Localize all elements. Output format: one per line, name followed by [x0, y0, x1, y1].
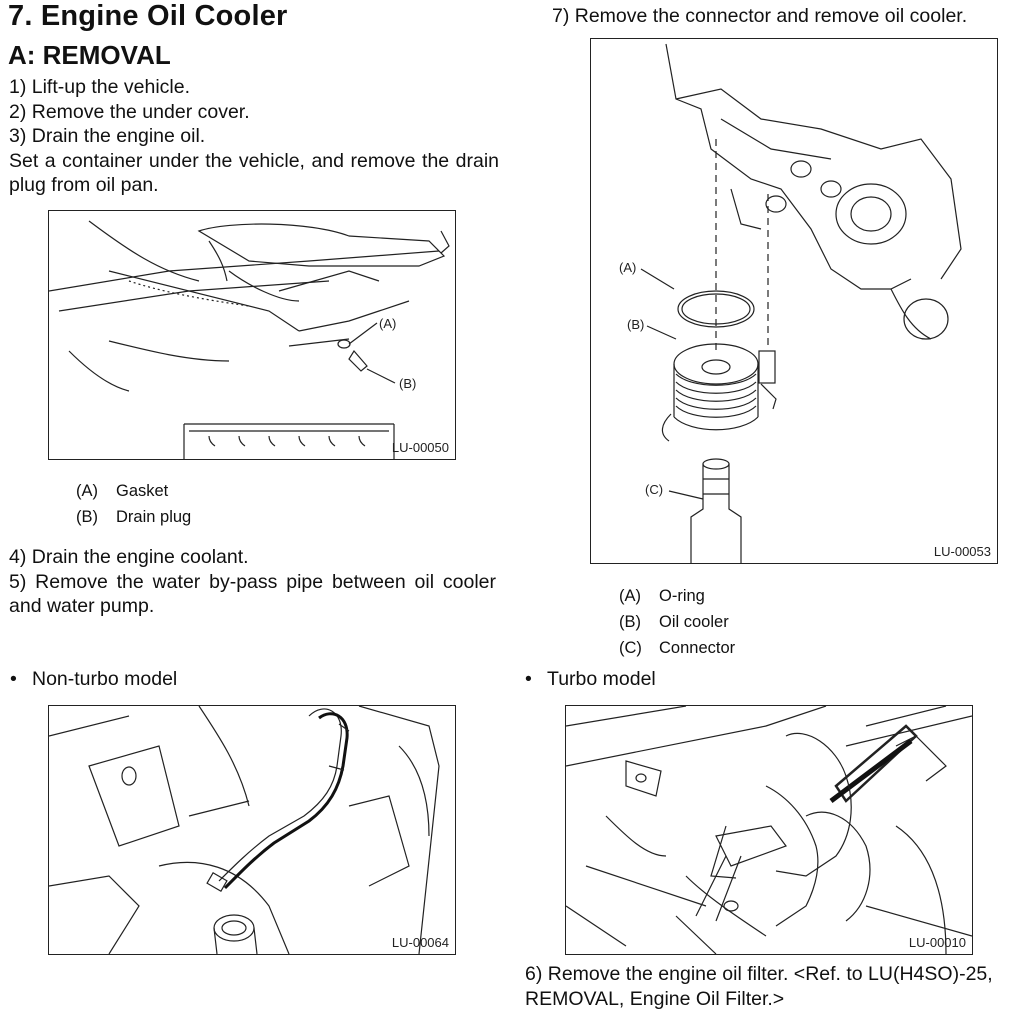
figure-turbo: LU-00010	[565, 705, 973, 955]
bullet-dot: •	[525, 668, 532, 690]
drain-plug-illustration: (A) (B)	[49, 220, 450, 459]
legend-item: (A)O-ring	[619, 587, 705, 605]
steps-list: 1) Lift-up the vehicle. 2) Remove the un…	[9, 75, 499, 198]
step-3: 3) Drain the engine oil.	[9, 125, 206, 147]
step-1: 1) Lift-up the vehicle.	[9, 76, 191, 98]
figure-id: LU-00053	[933, 544, 991, 559]
legend-oil-cooler: (A)O-ring (B)Oil cooler (C)Connector	[619, 583, 735, 661]
step-2: 2) Remove the under cover.	[9, 100, 250, 123]
steps-4-5: 4) Drain the engine coolant. 5) Remove t…	[9, 545, 496, 619]
section-title: 7. Engine Oil Cooler	[8, 0, 288, 32]
step-6: 6) Remove the engine oil filter. <Ref. t…	[525, 963, 993, 1010]
callout-b: (B)	[627, 317, 644, 332]
step-3-note: Set a container under the vehicle, and r…	[9, 149, 499, 197]
step-5: 5) Remove the water by-pass pipe between…	[9, 570, 496, 618]
callout-c: (C)	[645, 482, 663, 497]
callout-a: (A)	[619, 260, 636, 275]
bullet-nonturbo: •Non-turbo model	[10, 668, 178, 690]
turbo-illustration	[566, 706, 972, 954]
callout-b: (B)	[399, 376, 416, 391]
legend-item: (C)Connector	[619, 639, 736, 657]
oil-cooler-illustration: (A) (B) (C)	[619, 43, 962, 563]
legend-item: (B)Drain plug	[76, 508, 192, 526]
subsection-title: A: REMOVAL	[8, 40, 171, 70]
step-7: 7) Remove the connector and remove oil c…	[552, 5, 968, 27]
bullet-turbo: •Turbo model	[525, 668, 656, 690]
step-4: 4) Drain the engine coolant.	[9, 546, 249, 568]
figure-nonturbo: LU-00064	[48, 705, 456, 955]
bullet-dot: •	[10, 668, 17, 690]
callout-a: (A)	[379, 316, 396, 331]
figure-id: LU-00050	[391, 440, 449, 455]
legend-item: (B)Oil cooler	[619, 613, 729, 631]
legend-drain-plug: (A)Gasket (B)Drain plug	[76, 478, 191, 530]
nonturbo-illustration	[49, 706, 440, 954]
figure-drain-plug: (A) (B) LU-00050	[48, 210, 456, 460]
figure-id: LU-00010	[908, 935, 966, 950]
legend-item: (A)Gasket	[76, 482, 169, 500]
figure-id: LU-00064	[391, 935, 449, 950]
figure-oil-cooler: (A) (B) (C) LU-00053	[590, 38, 998, 564]
